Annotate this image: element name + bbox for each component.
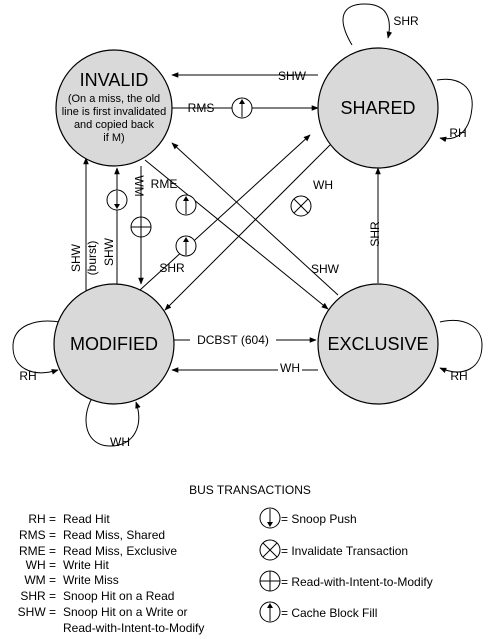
snoop-push-icon [106, 189, 128, 211]
state-exclusive: EXCLUSIVE [317, 283, 439, 405]
snoop-push-icon [259, 507, 281, 529]
invalidate-transaction-icon [259, 539, 281, 561]
state-invalid-note-line-1: (On a miss, the old [68, 93, 160, 105]
legend-symbol-snoop-push-label: = Snoop Push [281, 512, 357, 526]
read-with-intent-to-modify-icon [130, 216, 152, 238]
legend-symbols: = Snoop Push = Invalidate Transaction = … [259, 507, 433, 623]
legend-desc-rh: Read Hit [63, 512, 110, 526]
edge-label-shw-modified-to-invalid: SHW [102, 237, 116, 266]
cache-block-fill-icon [231, 97, 253, 119]
legend-abbreviations: RH = Read Hit RMS = Read Miss, Shared RM… [18, 512, 205, 635]
edge-label-rh-shared-self: RH [449, 126, 466, 140]
edge-label-wh-modified-self: WH [110, 435, 130, 449]
state-invalid-label: INVALID [80, 70, 149, 90]
read-with-intent-to-modify-icon [259, 570, 281, 592]
legend-symbol-invalidate-label: = Invalidate Transaction [281, 544, 408, 558]
legend-desc-shw: Snoop Hit on a Write or [63, 605, 188, 619]
edge-label-shw-shared-to-exclusive: SHW [311, 262, 340, 276]
state-modified: MODIFIED [53, 283, 175, 405]
edge-label-burst: (burst) [85, 241, 99, 276]
legend-desc-shr: Snoop Hit on a Read [63, 589, 174, 603]
edge-label-shw-burst: SHW [69, 243, 83, 272]
edge-invalid-to-exclusive-rme [144, 159, 329, 310]
edge-label-rms: RMS [188, 101, 215, 115]
legend-abbr-rms: RMS = [19, 528, 56, 542]
edge-label-shw: SHW [278, 69, 307, 83]
legend-desc-shw-continuation: Read-with-Intent-to-Modify [63, 621, 204, 635]
legend-abbr-shw: SHW = [18, 605, 56, 619]
edge-label-rh-exclusive-self: RH [450, 369, 467, 383]
legend-abbr-shr: SHR = [20, 589, 56, 603]
cache-block-fill-icon [175, 194, 197, 216]
edge-label-rme: RME [151, 177, 178, 191]
edge-exclusive-to-invalid-shw [171, 142, 339, 296]
edge-shared-self-rh [436, 78, 473, 143]
legend-desc-rms: Read Miss, Shared [63, 528, 165, 542]
edge-modified-self-rh [12, 320, 61, 375]
edge-label-wh-exclusive-to-modified: WH [280, 361, 300, 375]
state-invalid-note-line-4: if M) [103, 132, 124, 144]
state-invalid: INVALID (On a miss, the old line is firs… [55, 49, 173, 167]
legend-desc-rme: Read Miss, Exclusive [63, 544, 177, 558]
state-shared: SHARED [317, 47, 439, 169]
state-modified-label: MODIFIED [70, 334, 158, 354]
state-shared-label: SHARED [340, 98, 415, 118]
edge-shared-self-shr [342, 3, 393, 46]
state-invalid-note-line-3: and copied back [74, 119, 155, 131]
legend-symbol-rwitm-label: = Read-with-Intent-to-Modify [281, 575, 433, 589]
state-exclusive-label: EXCLUSIVE [327, 334, 428, 354]
edge-label-shr-modified-to-shared: SHR [159, 261, 185, 275]
invalidate-transaction-icon [290, 195, 312, 217]
edge-modified-to-shared-shr [139, 134, 311, 291]
cache-block-fill-icon [259, 601, 281, 623]
legend-symbol-cache-block-fill-label: = Cache Block Fill [281, 606, 377, 620]
legend-abbr-wh: WH = [26, 558, 56, 572]
state-invalid-note-line-2: line is first invalidated [62, 106, 167, 118]
edge-label-dcbst: DCBST (604) [197, 333, 269, 347]
edge-label-wm: WM [132, 175, 146, 196]
legend-title: BUS TRANSACTIONS [189, 483, 311, 497]
legend-desc-wh: Write Hit [63, 558, 109, 572]
edge-label-shr-shared-self: SHR [393, 14, 419, 28]
edge-label-wh-shared-to-modified: WH [313, 178, 333, 192]
legend-abbr-rh: RH = [28, 512, 56, 526]
legend-abbr-rme: RME = [19, 544, 56, 558]
edge-exclusive-self-rh [439, 320, 483, 374]
edge-modified-self-wh [85, 397, 141, 447]
edge-label-rh-modified-self: RH [19, 369, 36, 383]
legend-desc-wm: Write Miss [63, 573, 119, 587]
cache-block-fill-icon [175, 235, 197, 257]
edge-shared-to-modified-wh [164, 144, 331, 311]
edge-label-shr-exclusive-to-shared: SHR [368, 221, 382, 247]
legend-abbr-wm: WM = [24, 573, 56, 587]
